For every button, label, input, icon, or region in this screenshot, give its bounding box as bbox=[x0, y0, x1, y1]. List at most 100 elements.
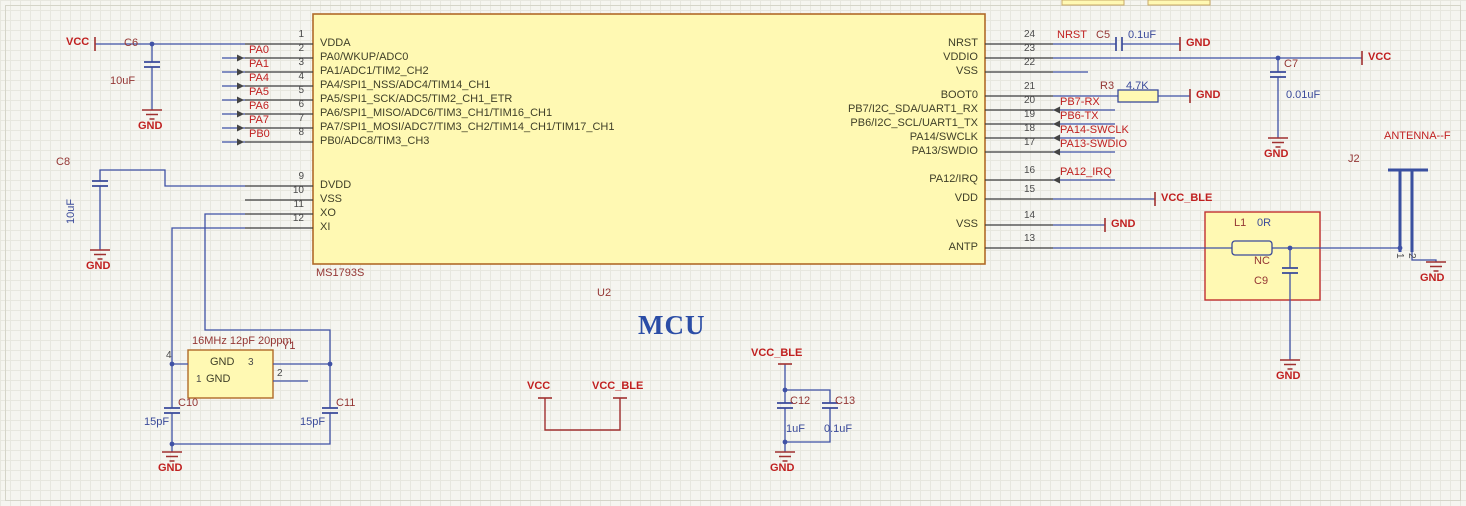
capacitor-c13-symbol bbox=[822, 402, 838, 409]
mcu-pin-number: 18 bbox=[1024, 123, 1036, 134]
designator-c10: C10 bbox=[178, 397, 199, 409]
gnd-power-port: GND bbox=[1186, 37, 1211, 49]
mcu-pin-lines bbox=[245, 43, 1053, 249]
antenna-symbol bbox=[1388, 168, 1428, 252]
vcc-ble-power-port: VCC_BLE bbox=[1161, 192, 1213, 204]
mcu-pin-number: 16 bbox=[1024, 165, 1036, 176]
value-c11: 15pF bbox=[300, 416, 326, 428]
mcu-pin-number: 24 bbox=[1024, 29, 1036, 40]
value-c5: 0.1uF bbox=[1128, 29, 1157, 41]
capacitor-c6-symbol bbox=[144, 61, 160, 68]
mcu-pin-name: PA12/IRQ bbox=[929, 173, 978, 185]
mcu-pin-name: PA6/SPI1_MISO/ADC6/TIM3_CH1/TIM16_CH1 bbox=[320, 107, 553, 119]
value-r3: 4.7K bbox=[1126, 80, 1149, 92]
mcu-pin-number: 4 bbox=[298, 71, 304, 82]
gnd-power-port: GND bbox=[158, 462, 183, 474]
mcu-pin-number: 5 bbox=[298, 85, 304, 96]
mcu-pin-number: 9 bbox=[298, 171, 304, 182]
mcu-pin-number: 13 bbox=[1024, 233, 1036, 244]
vcc-power-port: VCC bbox=[66, 36, 90, 48]
mcu-pin-name: XI bbox=[320, 221, 331, 233]
crystal-pin-number: 4 bbox=[166, 350, 172, 361]
net-label-pa12-irq: PA12_IRQ bbox=[1060, 166, 1112, 178]
capacitor-c12-symbol bbox=[777, 402, 793, 409]
mcu-pin-name: DVDD bbox=[320, 179, 352, 191]
capacitor-c5-symbol bbox=[1115, 37, 1123, 51]
net-label-pa0: PA0 bbox=[249, 44, 269, 56]
designator-c11: C11 bbox=[336, 397, 356, 409]
vcc-ble-power-port: VCC_BLE bbox=[592, 380, 644, 392]
connector-pin-number: 1 bbox=[1394, 253, 1405, 259]
gnd-power-port: GND bbox=[86, 260, 111, 272]
net-label-pb6-tx: PB6-TX bbox=[1060, 110, 1099, 122]
net-label-pb7-rx: PB7-RX bbox=[1060, 96, 1100, 108]
mcu-pin-name: PA7/SPI1_MOSI/ADC7/TIM3_CH2/TIM14_CH1/TI… bbox=[320, 121, 615, 133]
crystal-pin-number: 1 bbox=[196, 374, 202, 385]
mcu-pin-number: 17 bbox=[1024, 137, 1036, 148]
mcu-pin-number: 8 bbox=[298, 127, 304, 138]
mcu-pin-number: 22 bbox=[1024, 57, 1036, 68]
cropped-top-shapes bbox=[1061, 0, 1211, 6]
net-label-pa4: PA4 bbox=[249, 72, 269, 84]
mcu-pin-number: 1 bbox=[298, 29, 304, 40]
gnd-symbol-c10 bbox=[162, 451, 182, 462]
crystal-comment: 16MHz 12pF 20ppm bbox=[192, 335, 292, 347]
power-tie-wire bbox=[544, 398, 621, 431]
mcu-pin-number: 10 bbox=[292, 185, 304, 196]
vcc-ble-power-port: VCC_BLE bbox=[751, 347, 803, 359]
nc-label: NC bbox=[1254, 255, 1270, 267]
designator-c6: C6 bbox=[124, 37, 139, 49]
capacitor-c10-symbol bbox=[164, 407, 180, 414]
mcu-pin-name: NRST bbox=[948, 37, 978, 49]
mcu-designator: U2 bbox=[597, 287, 612, 299]
mcu-pin-name: VDD bbox=[954, 192, 978, 204]
mcu-pin-number: 23 bbox=[1024, 43, 1036, 54]
net-label-pa7: PA7 bbox=[249, 114, 269, 126]
mcu-pin-number: 19 bbox=[1024, 109, 1036, 120]
value-c13: 0.1uF bbox=[824, 423, 853, 435]
mcu-pin-number: 6 bbox=[298, 99, 304, 110]
connector-pin-number: 2 bbox=[1406, 253, 1417, 259]
resistor-r3-symbol bbox=[1117, 89, 1159, 103]
mcu-comment: MCU bbox=[638, 310, 706, 340]
mcu-pin-name: VSS bbox=[320, 193, 343, 205]
mcu-pin-number: 7 bbox=[298, 113, 304, 124]
designator-c9: C9 bbox=[1254, 275, 1269, 287]
net-label-pb0: PB0 bbox=[249, 128, 270, 140]
mcu-pin-name: PB7/I2C_SDA/UART1_RX bbox=[847, 103, 978, 115]
mcu-body bbox=[312, 13, 986, 265]
wire-segments bbox=[95, 43, 1437, 452]
value-c7: 0.01uF bbox=[1286, 89, 1321, 101]
designator-c7: C7 bbox=[1284, 58, 1299, 70]
gnd-symbol-c12 bbox=[775, 451, 795, 462]
net-label-pa13-swdio: PA13-SWDIO bbox=[1060, 138, 1128, 150]
mcu-pin-name: XO bbox=[320, 207, 336, 219]
mcu-pin-name: PA0/WKUP/ADC0 bbox=[320, 51, 409, 63]
mcu-pin-number: 20 bbox=[1024, 95, 1036, 106]
crystal-pin-name-gnd: GND bbox=[210, 356, 235, 368]
mcu-pin-name: VDDIO bbox=[943, 51, 978, 63]
designator-r3: R3 bbox=[1100, 80, 1115, 92]
rf-matching-box bbox=[1204, 211, 1321, 301]
mcu-pin-number: 15 bbox=[1024, 184, 1036, 195]
vcc-power-port: VCC bbox=[1368, 51, 1392, 63]
capacitor-c9-symbol bbox=[1282, 267, 1298, 274]
mcu-pin-number: 12 bbox=[292, 213, 304, 224]
gnd-symbol-c7 bbox=[1268, 137, 1288, 148]
mcu-pin-number: 14 bbox=[1024, 210, 1036, 221]
net-label-nrst: NRST bbox=[1057, 29, 1087, 41]
mcu-pin-number: 2 bbox=[298, 43, 304, 54]
mcu-pin-number: 21 bbox=[1024, 81, 1036, 92]
designator-c5: C5 bbox=[1096, 29, 1111, 41]
gnd-power-port: GND bbox=[770, 462, 795, 474]
gnd-power-port: GND bbox=[1111, 218, 1136, 230]
value-c8: 10uF bbox=[65, 198, 77, 224]
mcu-pin-name: BOOT0 bbox=[940, 89, 978, 101]
mcu-pin-name: VDDA bbox=[320, 37, 351, 49]
gnd-power-port: GND bbox=[138, 120, 163, 132]
mcu-pin-name: PA5/SPI1_SCK/ADC5/TIM2_CH1_ETR bbox=[320, 93, 513, 105]
gnd-power-port: GND bbox=[1264, 148, 1289, 160]
designator-c8: C8 bbox=[56, 156, 71, 168]
